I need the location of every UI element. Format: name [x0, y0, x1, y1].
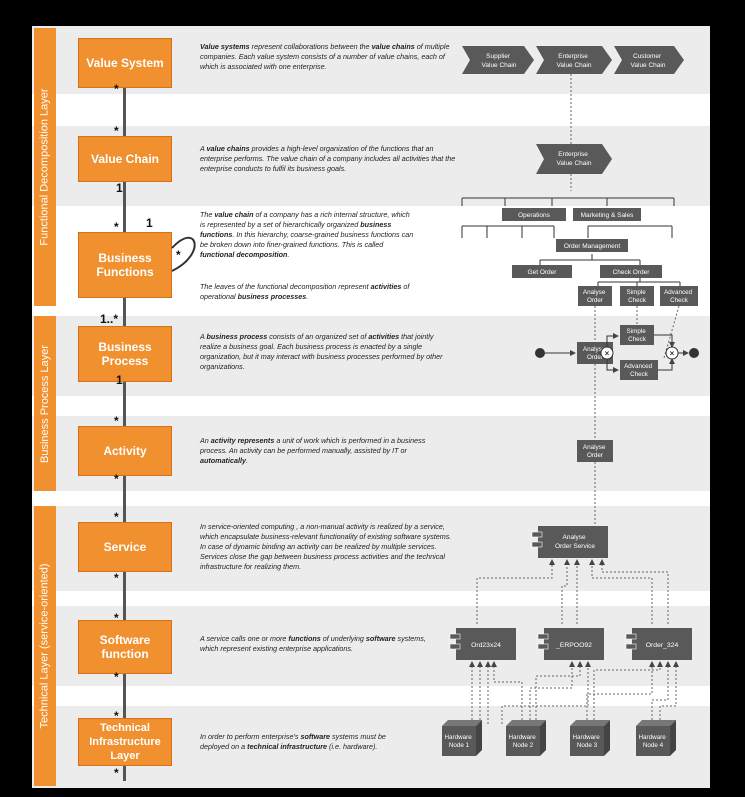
concept-technical-infrastructure: Technical Infrastructure Layer — [78, 718, 172, 766]
diagram: Supplier Value Chain Enterprise Value Ch… — [171, 46, 699, 756]
activity-analyse — [577, 440, 613, 462]
software-label: _ERPOO92 — [555, 642, 592, 649]
description-value-chain: A value chains provides a high-level org… — [200, 144, 456, 173]
multiplicity: * — [114, 82, 119, 96]
multiplicity: * — [114, 220, 119, 234]
start-event — [535, 348, 545, 358]
canvas: Functional Decomposition Layer Business … — [32, 26, 710, 788]
multiplicity: * — [176, 248, 181, 262]
software-component — [537, 628, 604, 660]
hardware-node-label: Hardware Node 3 — [572, 734, 601, 749]
function-marketing-label: Marketing & Sales — [581, 212, 634, 219]
chevron-value-chain — [536, 144, 612, 174]
hardware-node-box — [506, 720, 546, 756]
function-operations — [502, 208, 566, 221]
chevron-customer-label: Customer Value Chain — [631, 53, 666, 69]
activity-analyse-label: Analyse Order — [583, 444, 607, 459]
function-operations-label: Operations — [518, 212, 551, 219]
concept-business-process: Business Process — [78, 326, 172, 382]
chevron-customer — [614, 46, 684, 74]
function-advanced — [660, 286, 698, 306]
description-software-function: A service calls one or more functions of… — [200, 634, 426, 653]
multiplicity: * — [114, 766, 119, 780]
layer-process: Business Process Layer — [34, 316, 56, 491]
layer-technical: Technical Layer (service-oriented) — [34, 506, 56, 786]
chevron-value-chain-label: Enterprise Value Chain — [557, 151, 592, 167]
concept-business-functions: Business Functions — [78, 232, 172, 298]
service-component — [531, 526, 608, 558]
process-advanced — [620, 360, 658, 380]
software-component — [449, 628, 516, 660]
description-business-functions: The value chain of a company has a rich … — [200, 210, 414, 259]
function-simple — [620, 286, 654, 306]
process-simple — [620, 325, 654, 345]
multiplicity: 1 — [116, 373, 123, 387]
concept-service: Service — [78, 522, 172, 572]
service-label: Analyse Order Service — [555, 534, 595, 550]
chevron-enterprise-label: Enterprise Value Chain — [557, 53, 592, 69]
software-label: Order_324 — [646, 642, 679, 649]
layer-functional: Functional Decomposition Layer — [34, 28, 56, 306]
multiplicity: * — [114, 414, 119, 428]
self-association-loop — [171, 236, 196, 272]
function-get-order — [512, 265, 572, 278]
process-advanced-label: Advanced Check — [624, 363, 654, 378]
deployment-links — [469, 661, 679, 724]
svg-text:×: × — [670, 349, 675, 358]
function-check-order — [600, 265, 662, 278]
hardware-node-box — [442, 720, 482, 756]
function-check-order-label: Check Order — [613, 269, 651, 276]
description-business-process: A business process consists of an organi… — [200, 332, 443, 371]
software-component — [625, 628, 692, 660]
software-label: Ord23x24 — [471, 642, 501, 649]
multiplicity: 1 — [116, 181, 123, 195]
process-simple-label: Simple Check — [627, 328, 648, 343]
hardware-node-box — [570, 720, 610, 756]
multiplicity: 1..* — [100, 312, 119, 326]
multiplicity: * — [114, 571, 119, 585]
hardware-node-label: Hardware Node 1 — [444, 734, 473, 749]
description-technical-infrastructure: In order to perform enterprise's softwar… — [200, 732, 386, 751]
chevron-supplier — [462, 46, 534, 74]
function-simple-label: Simple Check — [627, 289, 648, 304]
process-analyse-label: Analyse Order — [583, 346, 607, 361]
end-event — [689, 348, 699, 358]
multiplicity: * — [114, 510, 119, 524]
hardware-node-label: Hardware Node 2 — [508, 734, 537, 749]
function-analyse — [578, 286, 612, 306]
multiplicity: * — [114, 472, 119, 486]
description-service: In service-oriented computing , a non-ma… — [200, 522, 452, 571]
multiplicity: 1 — [146, 216, 153, 230]
hardware-node-label: Hardware Node 4 — [638, 734, 667, 749]
function-marketing — [573, 208, 641, 221]
description-activity: An activity represents a unit of work wh… — [200, 436, 426, 465]
multiplicity: * — [114, 709, 119, 723]
chevron-enterprise — [536, 46, 612, 74]
concept-activity: Activity — [78, 426, 172, 476]
description-business-functions-leaves: The leaves of the functional decompositi… — [200, 282, 410, 301]
multiplicity: * — [114, 124, 119, 138]
function-order-management-label: Order Management — [564, 243, 621, 250]
function-order-management — [556, 239, 628, 252]
svg-text:×: × — [605, 349, 610, 358]
concept-software-function: Software function — [78, 620, 172, 674]
function-get-order-label: Get Order — [528, 269, 558, 276]
concept-value-system: Value System — [78, 38, 172, 88]
hardware-node-box — [636, 720, 676, 756]
function-tree — [461, 197, 681, 286]
concept-value-chain: Value Chain — [78, 136, 172, 182]
function-analyse-label: Analyse Order — [583, 289, 607, 304]
chevron-supplier-label: Supplier Value Chain — [482, 53, 517, 69]
multiplicity: * — [114, 670, 119, 684]
function-advanced-label: Advanced Check — [664, 289, 694, 304]
description-value-system: Value systems represent collaborations b… — [200, 42, 450, 71]
multiplicity: * — [114, 611, 119, 625]
